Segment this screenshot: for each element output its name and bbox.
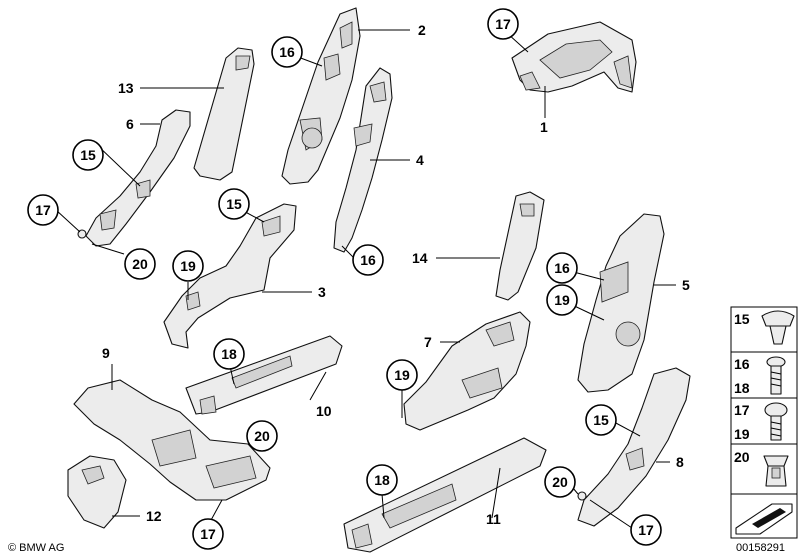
svg-text:15: 15 xyxy=(80,147,96,163)
part-14-pillar xyxy=(495,191,545,301)
callout-20-left: 20 xyxy=(124,248,156,280)
legend-label-18: 18 xyxy=(734,380,750,396)
footer: © BMW AG 00158291 xyxy=(8,542,785,554)
label-part-8: 8 xyxy=(676,454,684,470)
legend-label-20: 20 xyxy=(734,449,750,465)
part-9-trim xyxy=(73,379,271,501)
part-5-panel xyxy=(577,213,665,393)
label-part-11: 11 xyxy=(486,511,501,527)
part-8-trim xyxy=(577,367,691,527)
label-part-4: 4 xyxy=(416,152,424,168)
part-12-cap xyxy=(67,455,127,529)
svg-text:17: 17 xyxy=(638,522,654,538)
callout-19-right: 19 xyxy=(546,284,578,316)
svg-text:17: 17 xyxy=(495,16,511,32)
svg-text:17: 17 xyxy=(200,526,216,542)
callout-18-center: 18 xyxy=(213,338,245,370)
legend-label-17: 17 xyxy=(734,402,750,418)
part-10-sill xyxy=(185,335,343,415)
leader-lines xyxy=(55,29,676,529)
callout-17-right: 17 xyxy=(630,514,662,546)
label-part-3: 3 xyxy=(318,284,326,300)
legend-label-16: 16 xyxy=(734,356,750,372)
callout-15-center: 15 xyxy=(218,188,250,220)
svg-text:18: 18 xyxy=(221,346,237,362)
label-part-6: 6 xyxy=(126,116,134,132)
callout-15-left: 15 xyxy=(72,139,104,171)
svg-text:19: 19 xyxy=(394,367,410,383)
svg-text:19: 19 xyxy=(554,292,570,308)
svg-text:16: 16 xyxy=(554,260,570,276)
callout-18-bottom: 18 xyxy=(366,464,398,496)
label-part-9: 9 xyxy=(102,345,110,361)
nut-icon xyxy=(763,455,789,487)
label-part-1: 1 xyxy=(540,119,548,135)
part-1-cover xyxy=(511,21,637,93)
callout-17-top: 17 xyxy=(487,8,519,40)
svg-text:15: 15 xyxy=(593,412,609,428)
circled-callouts: 17 16 15 17 20 15 19 16 16 19 18 19 15 2… xyxy=(27,8,662,550)
callout-19-left: 19 xyxy=(172,250,204,282)
part-11-sill xyxy=(343,437,547,553)
label-part-14: 14 xyxy=(412,250,428,266)
svg-text:15: 15 xyxy=(226,196,242,212)
callout-20-right: 20 xyxy=(544,466,576,498)
svg-text:16: 16 xyxy=(279,44,295,60)
svg-text:16: 16 xyxy=(360,252,376,268)
part-13-pillar xyxy=(193,47,255,181)
callout-17-bottom: 17 xyxy=(192,518,224,550)
callout-16-right: 16 xyxy=(546,252,578,284)
screw-icon xyxy=(766,356,786,395)
svg-text:20: 20 xyxy=(552,474,568,490)
clip-icon xyxy=(761,310,795,345)
bolt-icon xyxy=(764,402,788,441)
part-3-panel xyxy=(163,203,297,349)
label-part-2: 2 xyxy=(418,22,426,38)
view-arrow-icon xyxy=(735,503,793,535)
legend-label-15: 15 xyxy=(734,311,750,327)
legend-label-19: 19 xyxy=(734,426,750,442)
part-6-trim xyxy=(77,109,191,247)
svg-text:20: 20 xyxy=(254,428,270,444)
callout-19-center: 19 xyxy=(386,359,418,391)
callout-16-center: 16 xyxy=(352,244,384,276)
callout-17-left: 17 xyxy=(27,194,59,226)
fastener-legend: 15 16 18 17 19 20 xyxy=(730,306,798,539)
label-part-7: 7 xyxy=(424,334,432,350)
part-4-strip xyxy=(333,67,393,253)
svg-text:19: 19 xyxy=(180,258,196,274)
callout-16-top: 16 xyxy=(271,36,303,68)
svg-text:18: 18 xyxy=(374,472,390,488)
part-7-bracket xyxy=(403,311,531,431)
diagram-code: 00158291 xyxy=(736,542,785,554)
part-numbers: 1 2 3 4 5 6 7 8 9 10 11 12 13 14 xyxy=(102,22,690,527)
label-part-12: 12 xyxy=(146,508,162,524)
label-part-5: 5 xyxy=(682,277,690,293)
label-part-10: 10 xyxy=(316,403,332,419)
svg-text:20: 20 xyxy=(132,256,148,272)
copyright-text: © BMW AG xyxy=(8,542,64,554)
part-2-panel xyxy=(281,7,361,185)
callout-15-right: 15 xyxy=(585,404,617,436)
label-part-13: 13 xyxy=(118,80,134,96)
callout-20-center: 20 xyxy=(246,420,278,452)
svg-text:17: 17 xyxy=(35,202,51,218)
